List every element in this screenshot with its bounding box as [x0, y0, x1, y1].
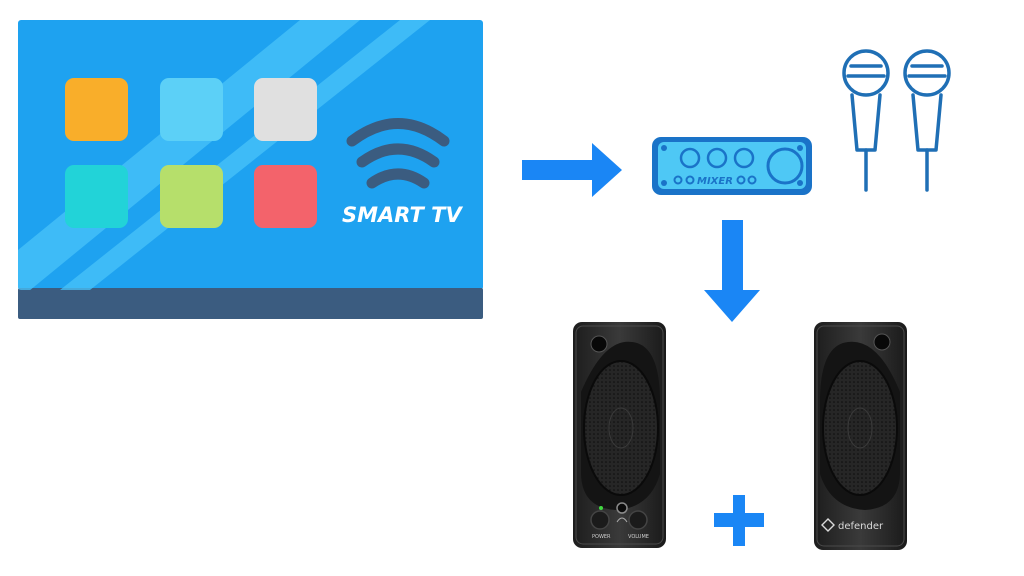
volume-knob[interactable]: [628, 510, 648, 530]
volume-label: VOLUME: [628, 534, 649, 540]
microphone-icon: [903, 49, 951, 192]
headphones-icon: [616, 517, 628, 523]
headphone-jack: [616, 502, 628, 514]
speaker-brand: defender: [838, 521, 884, 532]
plus-icon: [714, 495, 764, 546]
microphone-icon: [842, 49, 890, 192]
audio-mixer: MIXER: [652, 137, 812, 195]
speaker-grille: [822, 360, 898, 496]
speaker-left: POWER VOLUME: [573, 322, 666, 548]
speaker-grille: [583, 360, 659, 496]
app-tile: [65, 165, 128, 228]
mixer-label: MIXER: [697, 176, 733, 187]
app-tile: [160, 78, 223, 141]
tv-app-grid: [65, 78, 317, 228]
speaker-right: defender: [814, 322, 907, 550]
app-tile: [254, 78, 317, 141]
arrow-down-icon: [704, 220, 760, 322]
tv-label: SMART TV: [342, 203, 463, 227]
defender-logo-icon: [821, 518, 835, 532]
mixer-knobs: [679, 147, 804, 185]
power-led: [599, 506, 603, 510]
tv-stand-bar: [18, 288, 483, 319]
app-tile: [160, 165, 223, 228]
wifi-icon: [346, 118, 450, 189]
arrow-right-icon: [522, 143, 622, 197]
app-tile: [254, 165, 317, 228]
mixer-jacks: [673, 175, 757, 185]
power-label: POWER: [592, 534, 611, 540]
power-button[interactable]: [590, 510, 610, 530]
smart-tv: SMART TV: [18, 20, 483, 319]
app-tile: [65, 78, 128, 141]
